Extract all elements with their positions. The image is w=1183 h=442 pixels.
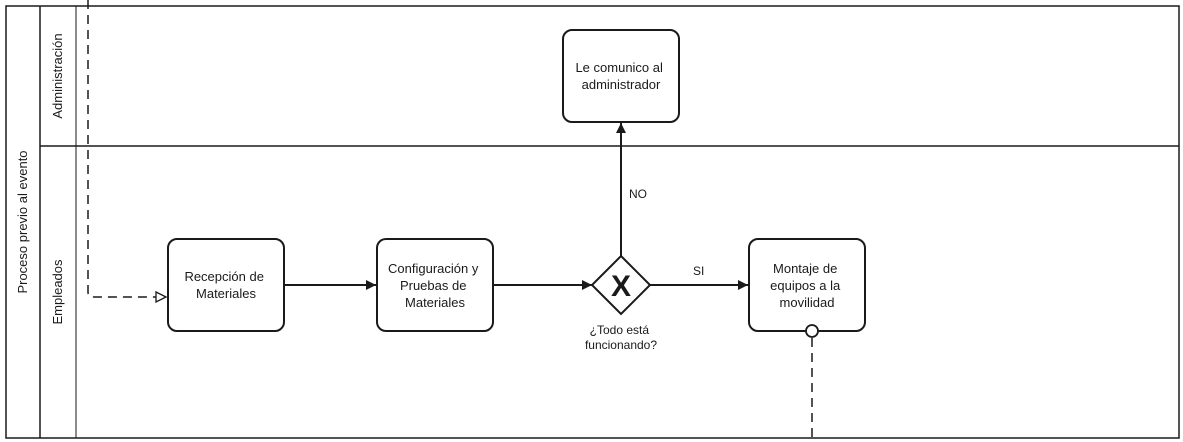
edge-label-no: NO	[629, 187, 647, 201]
task-configuracion-label: Configuración y Pruebas de Materiales	[388, 261, 482, 310]
task-comunicar-label: Le comunico al administrador	[575, 60, 666, 92]
task-comunicar[interactable]: Le comunico al administrador	[562, 29, 680, 123]
lane-label-empleados: Empleados	[50, 259, 65, 325]
task-recepcion-label: Recepción de Materiales	[184, 269, 267, 301]
incoming-message-flow	[87, 0, 166, 297]
pool-label: Proceso previo al evento	[15, 150, 30, 293]
task-configuracion[interactable]: Configuración y Pruebas de Materiales	[376, 238, 494, 332]
lane-administracion: Administración	[40, 6, 1179, 147]
gateway-diamond	[590, 254, 652, 316]
task-montaje[interactable]: Montaje de equipos a la movilidad	[748, 238, 866, 332]
task-montaje-label: Montaje de equipos a la movilidad	[770, 261, 844, 310]
gateway-x-icon: X	[611, 270, 631, 303]
exclusive-gateway[interactable]: X	[590, 254, 652, 316]
task-recepcion[interactable]: Recepción de Materiales	[167, 238, 285, 332]
lane-empleados: Empleados	[50, 146, 77, 438]
gateway-label: ¿Todo está funcionando?	[585, 323, 657, 352]
task-configuracion-box	[376, 238, 494, 332]
pool-border	[5, 5, 1180, 439]
pool: Proceso previo al evento	[5, 5, 1180, 439]
edge-label-si: SI	[693, 264, 704, 278]
boundary-event-icon[interactable]	[805, 324, 819, 338]
lane-label-administracion: Administración	[50, 33, 65, 118]
task-recepcion-box	[167, 238, 285, 332]
task-comunicar-box	[562, 29, 680, 123]
